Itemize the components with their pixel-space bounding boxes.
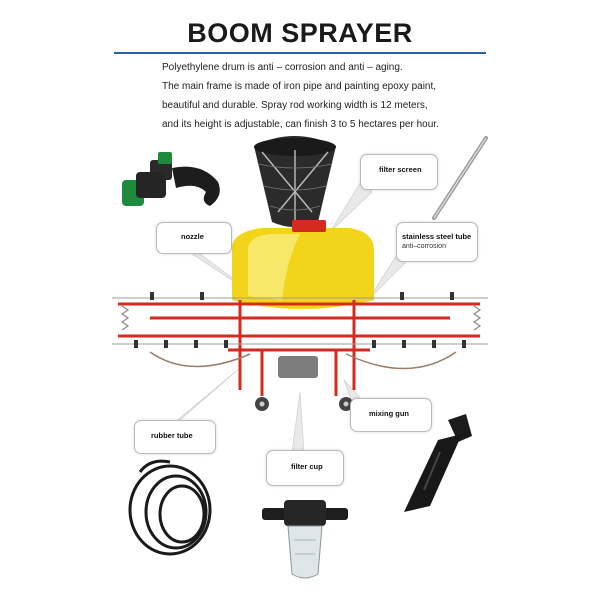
steel-rod-part-image — [432, 136, 488, 220]
boom-sprayer-image — [112, 220, 488, 411]
rubber-tube-part-image — [128, 459, 212, 556]
mixing-gun-part-image — [404, 414, 472, 512]
callout-label: rubber tube — [151, 431, 193, 440]
callout-label: mixing gun — [369, 409, 409, 418]
callout-nozzle: nozzle — [156, 222, 232, 254]
filter-screen-part-image — [254, 136, 336, 227]
callout-sublabel: anti–corrosion — [402, 243, 446, 250]
rubber-tube-pointer — [167, 367, 241, 429]
filter-cup-part-image — [262, 500, 348, 579]
callout-label: nozzle — [181, 232, 204, 241]
title-underline — [114, 52, 486, 54]
intro-line: Polyethylene drum is anti – corrosion an… — [162, 62, 403, 73]
callout-rubber-tube: rubber tube — [134, 420, 216, 454]
callout-filter-screen: filter screen — [360, 154, 438, 190]
callout-steel-tube: stainless steel tube anti–corrosion — [396, 222, 478, 262]
intro-text: Polyethylene drum is anti – corrosion an… — [162, 58, 482, 134]
callout-filter-cup: filter cup — [266, 450, 344, 486]
callout-mixing-gun: mixing gun — [350, 398, 432, 432]
intro-line: and its height is adjustable, can finish… — [162, 119, 439, 130]
callout-label: stainless steel tube — [402, 232, 472, 241]
intro-line: The main frame is made of iron pipe and … — [162, 81, 437, 92]
page-title: BOOM SPRAYER — [187, 18, 413, 48]
filter-cup-pointer — [291, 391, 305, 453]
nozzle-part-image — [122, 152, 220, 206]
callout-label: filter cup — [291, 462, 323, 471]
callout-label: filter screen — [379, 165, 422, 174]
intro-line: beautiful and durable. Spray rod working… — [162, 100, 428, 111]
